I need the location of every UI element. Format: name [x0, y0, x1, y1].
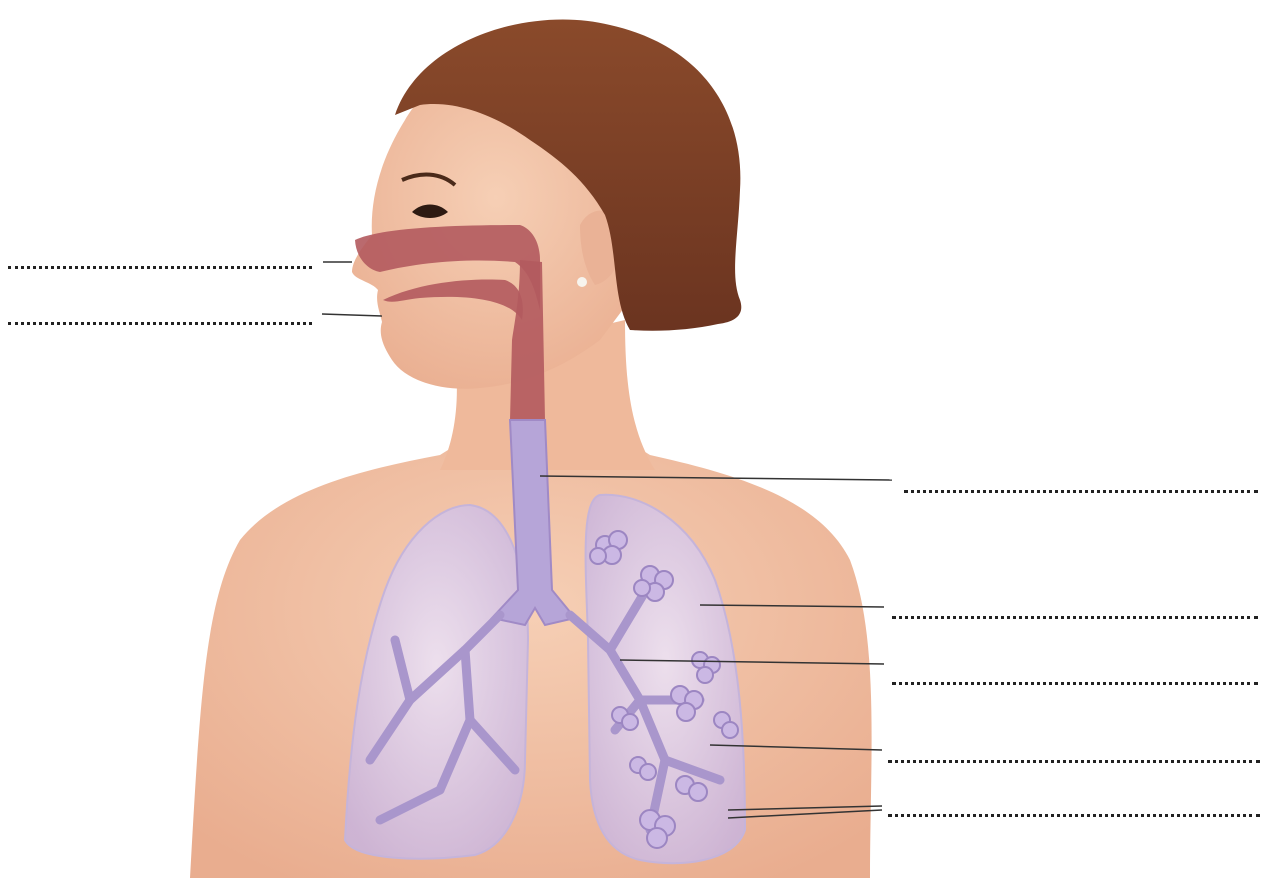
- label-blank-alveoli: [888, 814, 1260, 817]
- label-blank-bronchus: [892, 682, 1258, 685]
- label-blank-nose: [8, 266, 312, 269]
- label-blank-bronchiole: [888, 760, 1260, 763]
- label-blank-trachea: [904, 490, 1258, 493]
- label-blank-lung: [892, 616, 1258, 619]
- leader-line-mouth: [322, 314, 382, 316]
- earring: [577, 277, 587, 287]
- label-blank-mouth: [8, 322, 312, 325]
